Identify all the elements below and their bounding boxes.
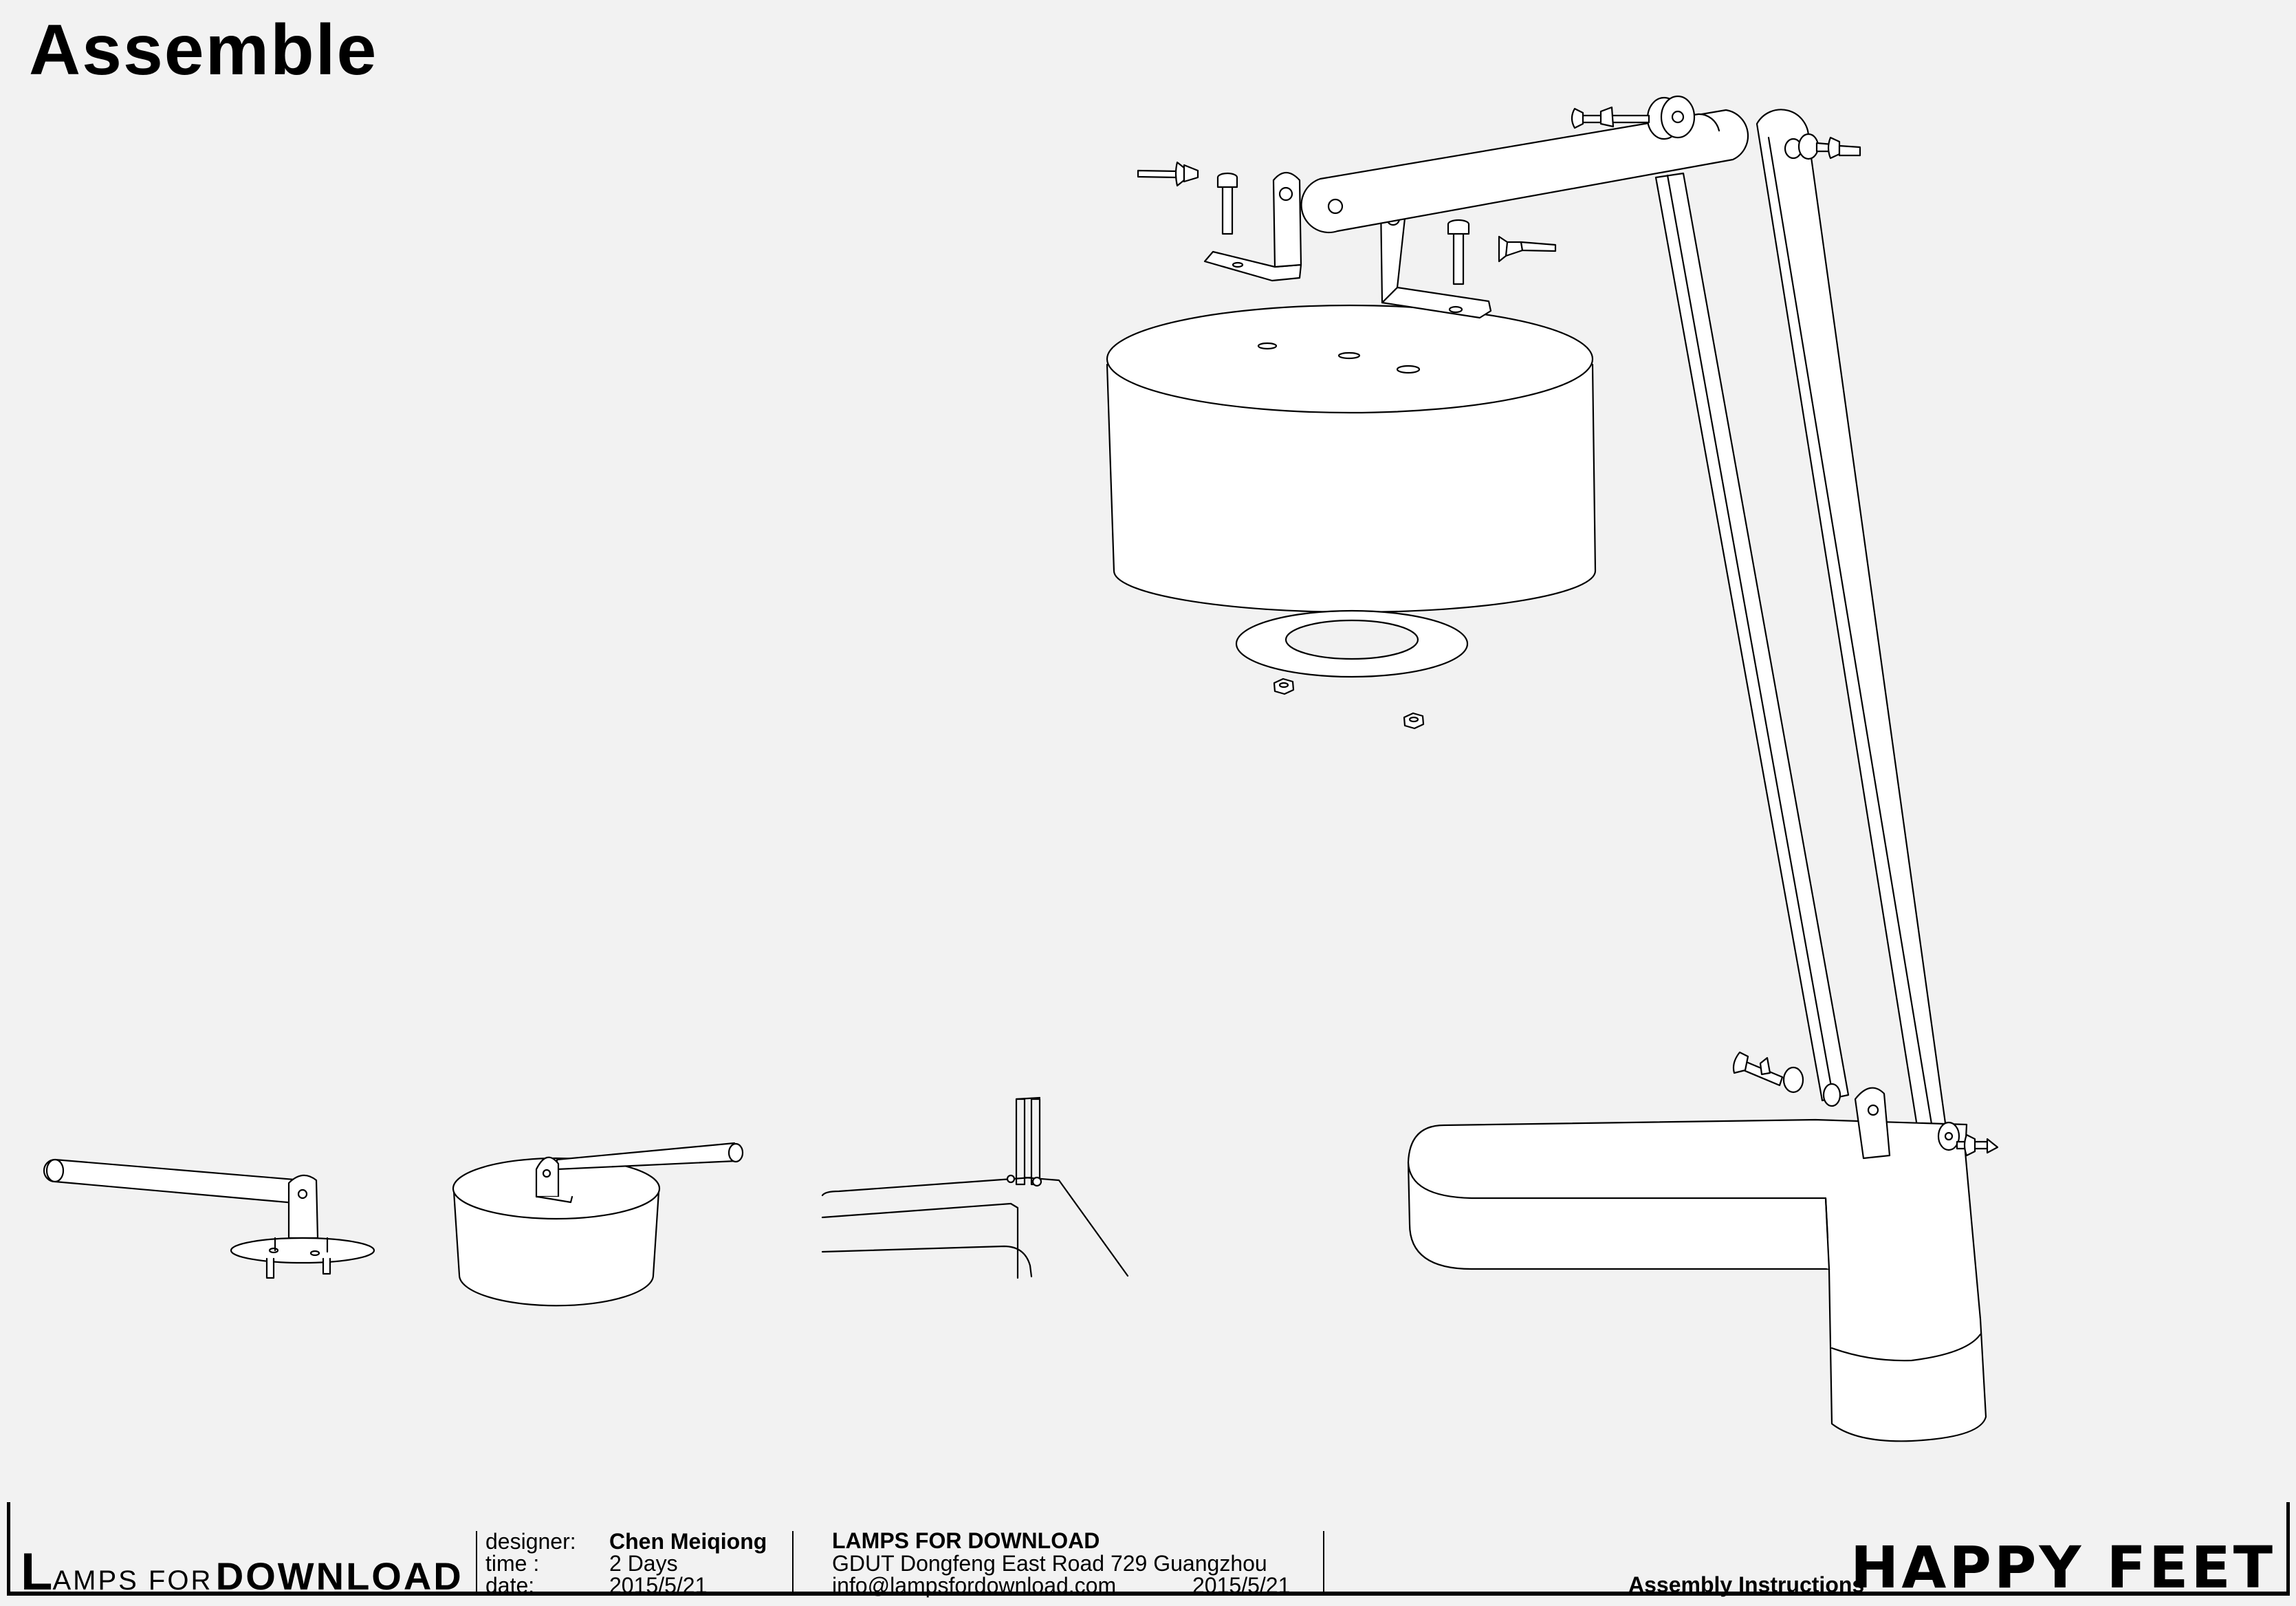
divider bbox=[792, 1531, 794, 1592]
brand-bold-text: DOWNLOAD bbox=[215, 1554, 463, 1598]
front-lower-arm bbox=[1656, 173, 1848, 1100]
top-pivot bbox=[1572, 96, 1694, 139]
lamp-shade bbox=[1107, 305, 1595, 612]
page-title: Assemble bbox=[29, 10, 378, 90]
lamp-ring-flange bbox=[1236, 611, 1467, 677]
base-foot bbox=[1408, 1120, 1986, 1441]
product-name: HAPPY FEET bbox=[1850, 1534, 2275, 1601]
brand-initial: L bbox=[21, 1543, 53, 1601]
company-date: 2015/5/21 bbox=[1192, 1573, 1291, 1598]
company-email: info@lampsfordownload.com bbox=[832, 1573, 1117, 1598]
assembly-drawing bbox=[0, 0, 2296, 1488]
date-value: 2015/5/21 bbox=[609, 1573, 708, 1598]
time-value: 2 Days bbox=[609, 1551, 678, 1576]
brand-small-text: AMPS FOR bbox=[52, 1565, 213, 1596]
wing-nut-icon bbox=[1734, 1052, 1803, 1092]
designer-label: designer: bbox=[485, 1529, 576, 1554]
company-name: LAMPS FOR DOWNLOAD bbox=[832, 1528, 1100, 1553]
detail-joint-section bbox=[822, 1098, 1128, 1278]
wing-nut-icon bbox=[1957, 1135, 1998, 1155]
designer-value: Chen Meiqiong bbox=[609, 1529, 767, 1554]
time-label: time : bbox=[485, 1551, 540, 1576]
wing-nut-icon bbox=[1499, 237, 1555, 261]
wing-nut-icon bbox=[1799, 134, 1860, 159]
divider bbox=[1323, 1531, 1324, 1592]
base-pivot bbox=[1824, 1084, 1959, 1158]
title-block: LAMPS FOR DOWNLOAD designer: Chen Meiqio… bbox=[0, 1488, 2296, 1606]
l-bracket-icon bbox=[1205, 173, 1301, 281]
bolt-icon bbox=[1448, 220, 1469, 284]
document-type: Assembly Instructions bbox=[1628, 1572, 1865, 1597]
hex-nut-icon bbox=[1274, 679, 1293, 694]
wing-nut-icon bbox=[1138, 162, 1198, 186]
date-label: date: bbox=[485, 1573, 535, 1598]
detail-arm-base-plate bbox=[44, 1160, 374, 1278]
hex-nut-icon bbox=[1404, 713, 1423, 728]
rear-lower-arm bbox=[1757, 109, 1946, 1138]
company-address: GDUT Dongfeng East Road 729 Guangzhou bbox=[832, 1551, 1267, 1576]
divider bbox=[476, 1531, 477, 1592]
title-block-frame bbox=[7, 1502, 2290, 1596]
brand-logo: LAMPS FOR DOWNLOAD bbox=[21, 1542, 463, 1602]
bolt-icon bbox=[1218, 173, 1237, 234]
detail-arm-shade bbox=[453, 1143, 743, 1305]
